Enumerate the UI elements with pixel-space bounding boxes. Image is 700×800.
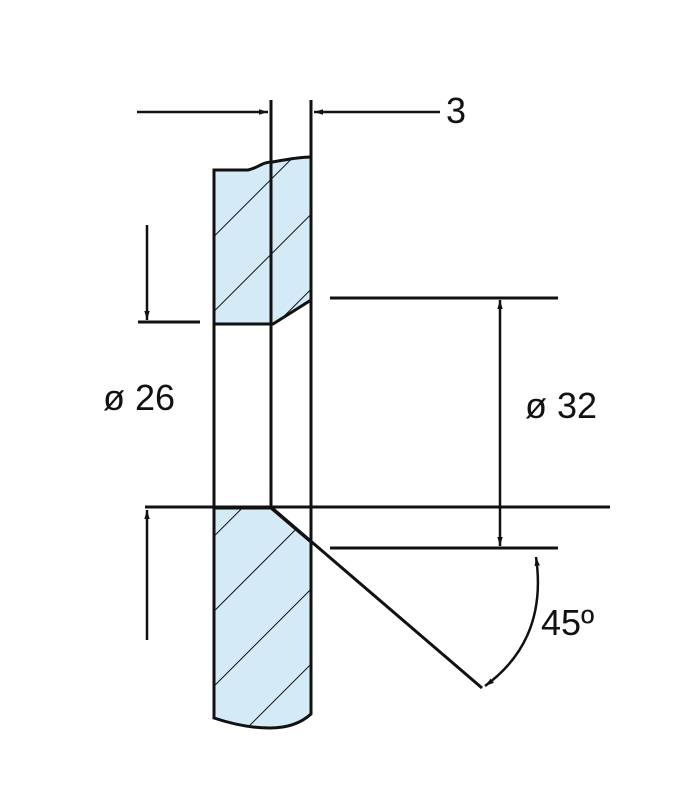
thickness-label: 3: [446, 90, 466, 131]
inner-diameter-label: ø 26: [103, 377, 175, 418]
outer-diameter-label: ø 32: [525, 385, 597, 426]
chamfer-line: [270, 505, 483, 690]
chamfer-angle-label: 45º: [541, 602, 594, 643]
outlines: [138, 100, 610, 718]
upper-section-hatch: [214, 157, 311, 324]
cross-section: [212, 155, 313, 730]
lower-section-hatch: [214, 508, 311, 728]
dimension-lines: [137, 109, 540, 688]
angle-arc: [484, 556, 540, 688]
